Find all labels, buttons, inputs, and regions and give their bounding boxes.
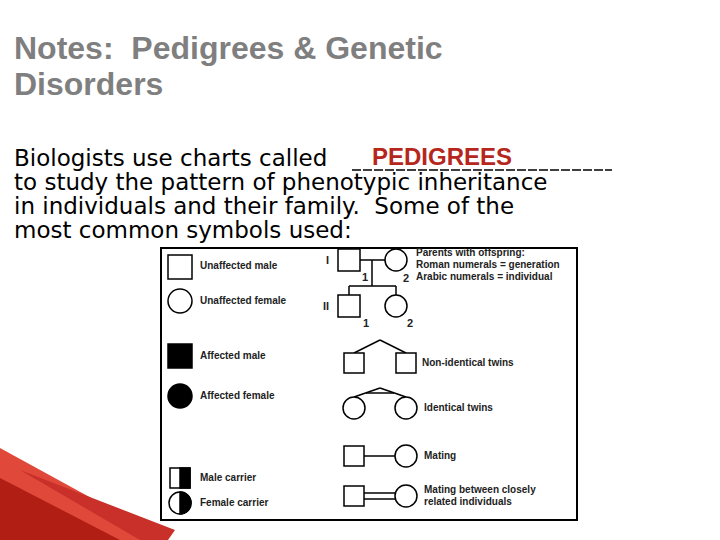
symbol-label: Mating <box>424 450 456 462</box>
symbol-label: Unaffected male <box>200 260 277 272</box>
descent-line <box>348 286 350 295</box>
individual-number: 2 <box>403 272 409 284</box>
corner-shape <box>20 470 175 540</box>
descent-line <box>371 260 373 286</box>
symbol-label: Affected male <box>200 350 266 362</box>
male-carrier-fill <box>180 468 190 488</box>
double-mating-line <box>364 492 395 494</box>
twin-male-symbol <box>344 353 364 373</box>
twin-female-symbol <box>343 397 365 419</box>
generation-number: II <box>323 300 329 312</box>
slide-title: Notes: Pedigrees & Genetic Disorders <box>14 30 574 102</box>
sibship-line <box>349 285 396 287</box>
parent-male-symbol <box>338 249 360 271</box>
answer-word: PEDIGREES <box>372 145 512 169</box>
body-text: to study the pattern of phenotypic inher… <box>14 170 574 242</box>
related-male-symbol <box>344 486 364 506</box>
descent-line <box>395 286 397 295</box>
symbol-label: Female carrier <box>200 497 268 509</box>
child-male-symbol <box>338 295 360 317</box>
image-frame <box>161 248 577 520</box>
symbol-label: Affected female <box>200 390 274 402</box>
individual-number: 1 <box>363 317 369 329</box>
body-text: Biologists use charts called <box>14 146 327 170</box>
symbol-label: Identical twins <box>424 402 493 414</box>
twin-female-symbol <box>395 397 417 419</box>
related-female-symbol <box>395 485 417 507</box>
symbol-label: Parents with offspring: <box>416 247 525 259</box>
symbol-label: Non-identical twins <box>422 357 514 369</box>
affected-male-symbol <box>168 344 192 368</box>
identical-bar <box>366 392 394 394</box>
parent-female-symbol <box>385 249 407 271</box>
female-carrier-fill <box>180 492 191 514</box>
twin-male-symbol <box>396 353 416 373</box>
female-carrier-symbol <box>169 492 191 514</box>
mating-female-symbol <box>395 445 417 467</box>
twin-line <box>354 340 380 353</box>
individual-number: 1 <box>362 271 368 283</box>
mating-male-symbol <box>344 446 364 466</box>
double-mating-line <box>364 498 395 500</box>
symbol-label: Arabic numerals = individual <box>416 271 552 283</box>
child-female-symbol <box>385 295 407 317</box>
symbol-label: Unaffected female <box>200 295 286 307</box>
generation-number: I <box>326 254 329 266</box>
symbol-label: Roman numerals = generation <box>416 259 560 271</box>
individual-number: 2 <box>407 317 413 329</box>
unaffected-female-symbol <box>168 289 192 313</box>
twin-line <box>380 340 406 353</box>
mating-line <box>364 455 395 457</box>
unaffected-male-symbol <box>168 255 192 279</box>
symbol-label: Male carrier <box>200 472 256 484</box>
male-carrier-symbol <box>170 468 190 488</box>
symbol-label: Mating between closely related individua… <box>424 484 558 508</box>
affected-female-symbol <box>168 384 192 408</box>
